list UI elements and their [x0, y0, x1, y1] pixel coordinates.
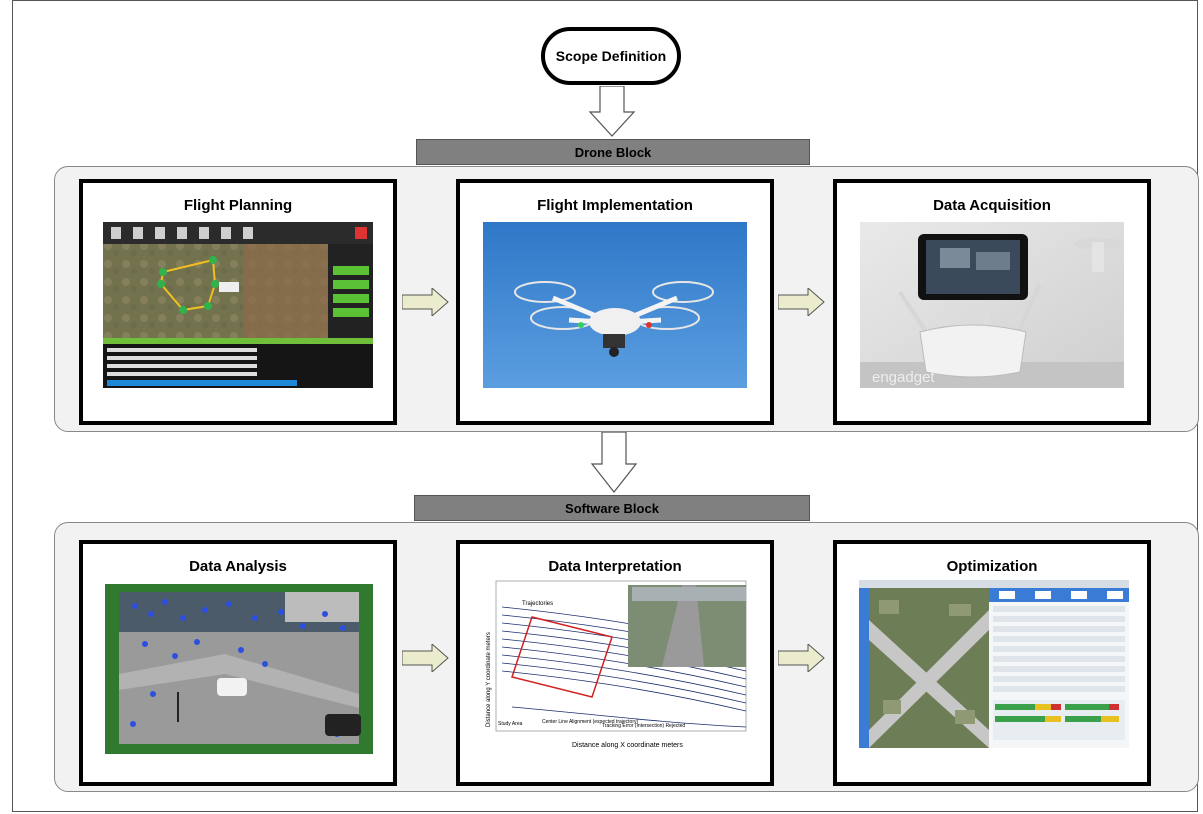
arrow-right-icon: [402, 644, 450, 672]
flight-implementation-card: Flight Implementation: [456, 179, 774, 425]
card-title: Flight Implementation: [537, 197, 693, 214]
arrow-right-icon: [402, 288, 450, 316]
arrow-right-icon: [778, 288, 826, 316]
card-title: Data Acquisition: [933, 197, 1051, 214]
plot-y-axis-label: Distance along Y coordinate meters: [486, 632, 492, 727]
tracking-image: [105, 584, 373, 754]
drone-block-band: Drone Block: [416, 139, 810, 165]
plot-annotation-study-area: Study Area: [498, 721, 523, 727]
card-title: Optimization: [946, 558, 1038, 575]
plot-x-axis-label: Distance along X coordinate meters: [572, 742, 683, 749]
card-title: Flight Planning: [183, 197, 293, 214]
flight-planning-card: Flight Planning: [79, 179, 397, 425]
scope-definition-label: Scope Definition: [555, 48, 667, 64]
card-title: Data Interpretation: [548, 558, 682, 575]
scope-definition-node: Scope Definition: [541, 27, 681, 85]
mission-planner-image: [103, 222, 373, 388]
plot-annotation-center-line: Center Line Alignment (expected trajecto…: [542, 719, 638, 725]
arrow-down-icon: [590, 432, 638, 494]
plot-annotation-trajectories: Trajectories: [522, 601, 553, 607]
software-ui-image: [859, 580, 1129, 748]
data-acquisition-card: Data Acquisition engadget: [833, 179, 1151, 425]
data-interpretation-card: Data Interpretation Trajectories Study A…: [456, 540, 774, 786]
software-block-label: Software Block: [565, 500, 659, 516]
plot-annotation-tracking-error: Tracking Error (Intersection) Rejected: [602, 723, 685, 729]
arrow-right-icon: [778, 644, 826, 672]
drone-photo-image: [483, 222, 747, 388]
arrow-down-icon: [588, 86, 636, 138]
software-block-band: Software Block: [414, 495, 810, 521]
card-title: Data Analysis: [189, 558, 287, 575]
controller-photo-image: engadget: [860, 222, 1124, 388]
watermark-text: engadget: [872, 369, 935, 386]
data-analysis-card: Data Analysis: [79, 540, 397, 786]
optimization-card: Optimization: [833, 540, 1151, 786]
drone-block-label: Drone Block: [574, 144, 652, 160]
trajectory-plot-image: Trajectories Study Area Center Line Alig…: [482, 577, 750, 753]
